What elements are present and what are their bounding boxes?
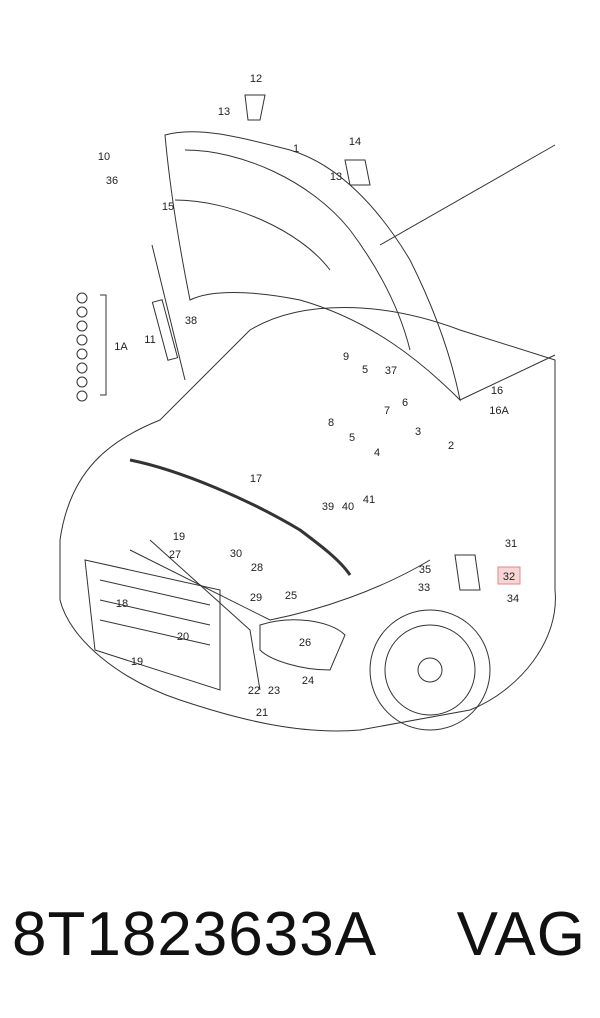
callout-label: 3 <box>415 426 421 438</box>
hinge-14 <box>344 159 371 186</box>
callout-label: 10 <box>98 151 110 163</box>
callout-label: 19 <box>173 531 185 543</box>
callout-label: 27 <box>169 549 181 561</box>
callout-label: 22 <box>248 685 260 697</box>
callout-label: 6 <box>402 397 408 409</box>
hood-strut <box>151 244 186 381</box>
callout-label: 13 <box>218 106 230 118</box>
callout-label: 38 <box>185 315 197 327</box>
callout-label: 1A <box>114 341 128 353</box>
callout-label: 41 <box>363 494 375 506</box>
callout-label: 26 <box>299 637 311 649</box>
callout-label: 15 <box>162 201 174 213</box>
callout-label: 17 <box>250 473 262 485</box>
callout-label: 35 <box>419 564 431 576</box>
callout-label: 18 <box>116 598 128 610</box>
callout-label: 30 <box>230 548 242 560</box>
callout-label: 40 <box>342 501 354 513</box>
callout-label: 37 <box>385 365 397 377</box>
latch-bracket-32 <box>454 554 481 591</box>
hood-outline <box>164 131 461 402</box>
callout-label: 11 <box>144 334 155 346</box>
callout-label: 19 <box>131 656 143 668</box>
callout-label: 20 <box>177 631 189 643</box>
callout-label: 16 <box>491 385 503 397</box>
exploded-parts-diagram: 12 13 1 10 36 15 14 13 38 11 1A 9 5 37 1… <box>59 73 556 732</box>
callout-label: 23 <box>268 685 280 697</box>
callout-label-highlighted: 32 <box>503 571 515 583</box>
brand-label: VAG <box>456 900 586 969</box>
callout-label: 5 <box>349 432 355 444</box>
callout-label: 28 <box>251 562 263 574</box>
footer: 8T1823633A VAG <box>0 880 600 990</box>
callout-label: 1 <box>293 143 299 155</box>
callout-label: 8 <box>328 417 334 429</box>
callout-label: 2 <box>448 440 454 452</box>
callout-label: 39 <box>322 501 334 513</box>
callout-label: 34 <box>507 593 519 605</box>
highlight-box-32 <box>497 566 521 585</box>
car-body-outline <box>59 307 556 732</box>
bolt-set-1a <box>76 292 88 402</box>
callout-label: 13 <box>330 171 342 183</box>
callout-label: 31 <box>505 538 517 550</box>
callout-label: 12 <box>250 73 262 85</box>
callout-label: 14 <box>349 136 361 148</box>
callout-label: 21 <box>256 707 268 719</box>
front-wheel <box>369 609 491 731</box>
callout-label: 7 <box>384 405 390 417</box>
callout-label: 24 <box>302 675 314 687</box>
callout-label: 36 <box>106 175 118 187</box>
callout-label: 9 <box>343 351 349 363</box>
callout-label: 33 <box>418 582 430 594</box>
callout-label: 29 <box>250 592 262 604</box>
callout-label: 4 <box>374 447 380 459</box>
callout-label: 5 <box>362 364 368 376</box>
part-number: 8T1823633A <box>12 900 378 969</box>
callout-label: 16A <box>489 405 509 417</box>
callout-label: 25 <box>285 590 297 602</box>
hinge-12 <box>244 94 266 121</box>
